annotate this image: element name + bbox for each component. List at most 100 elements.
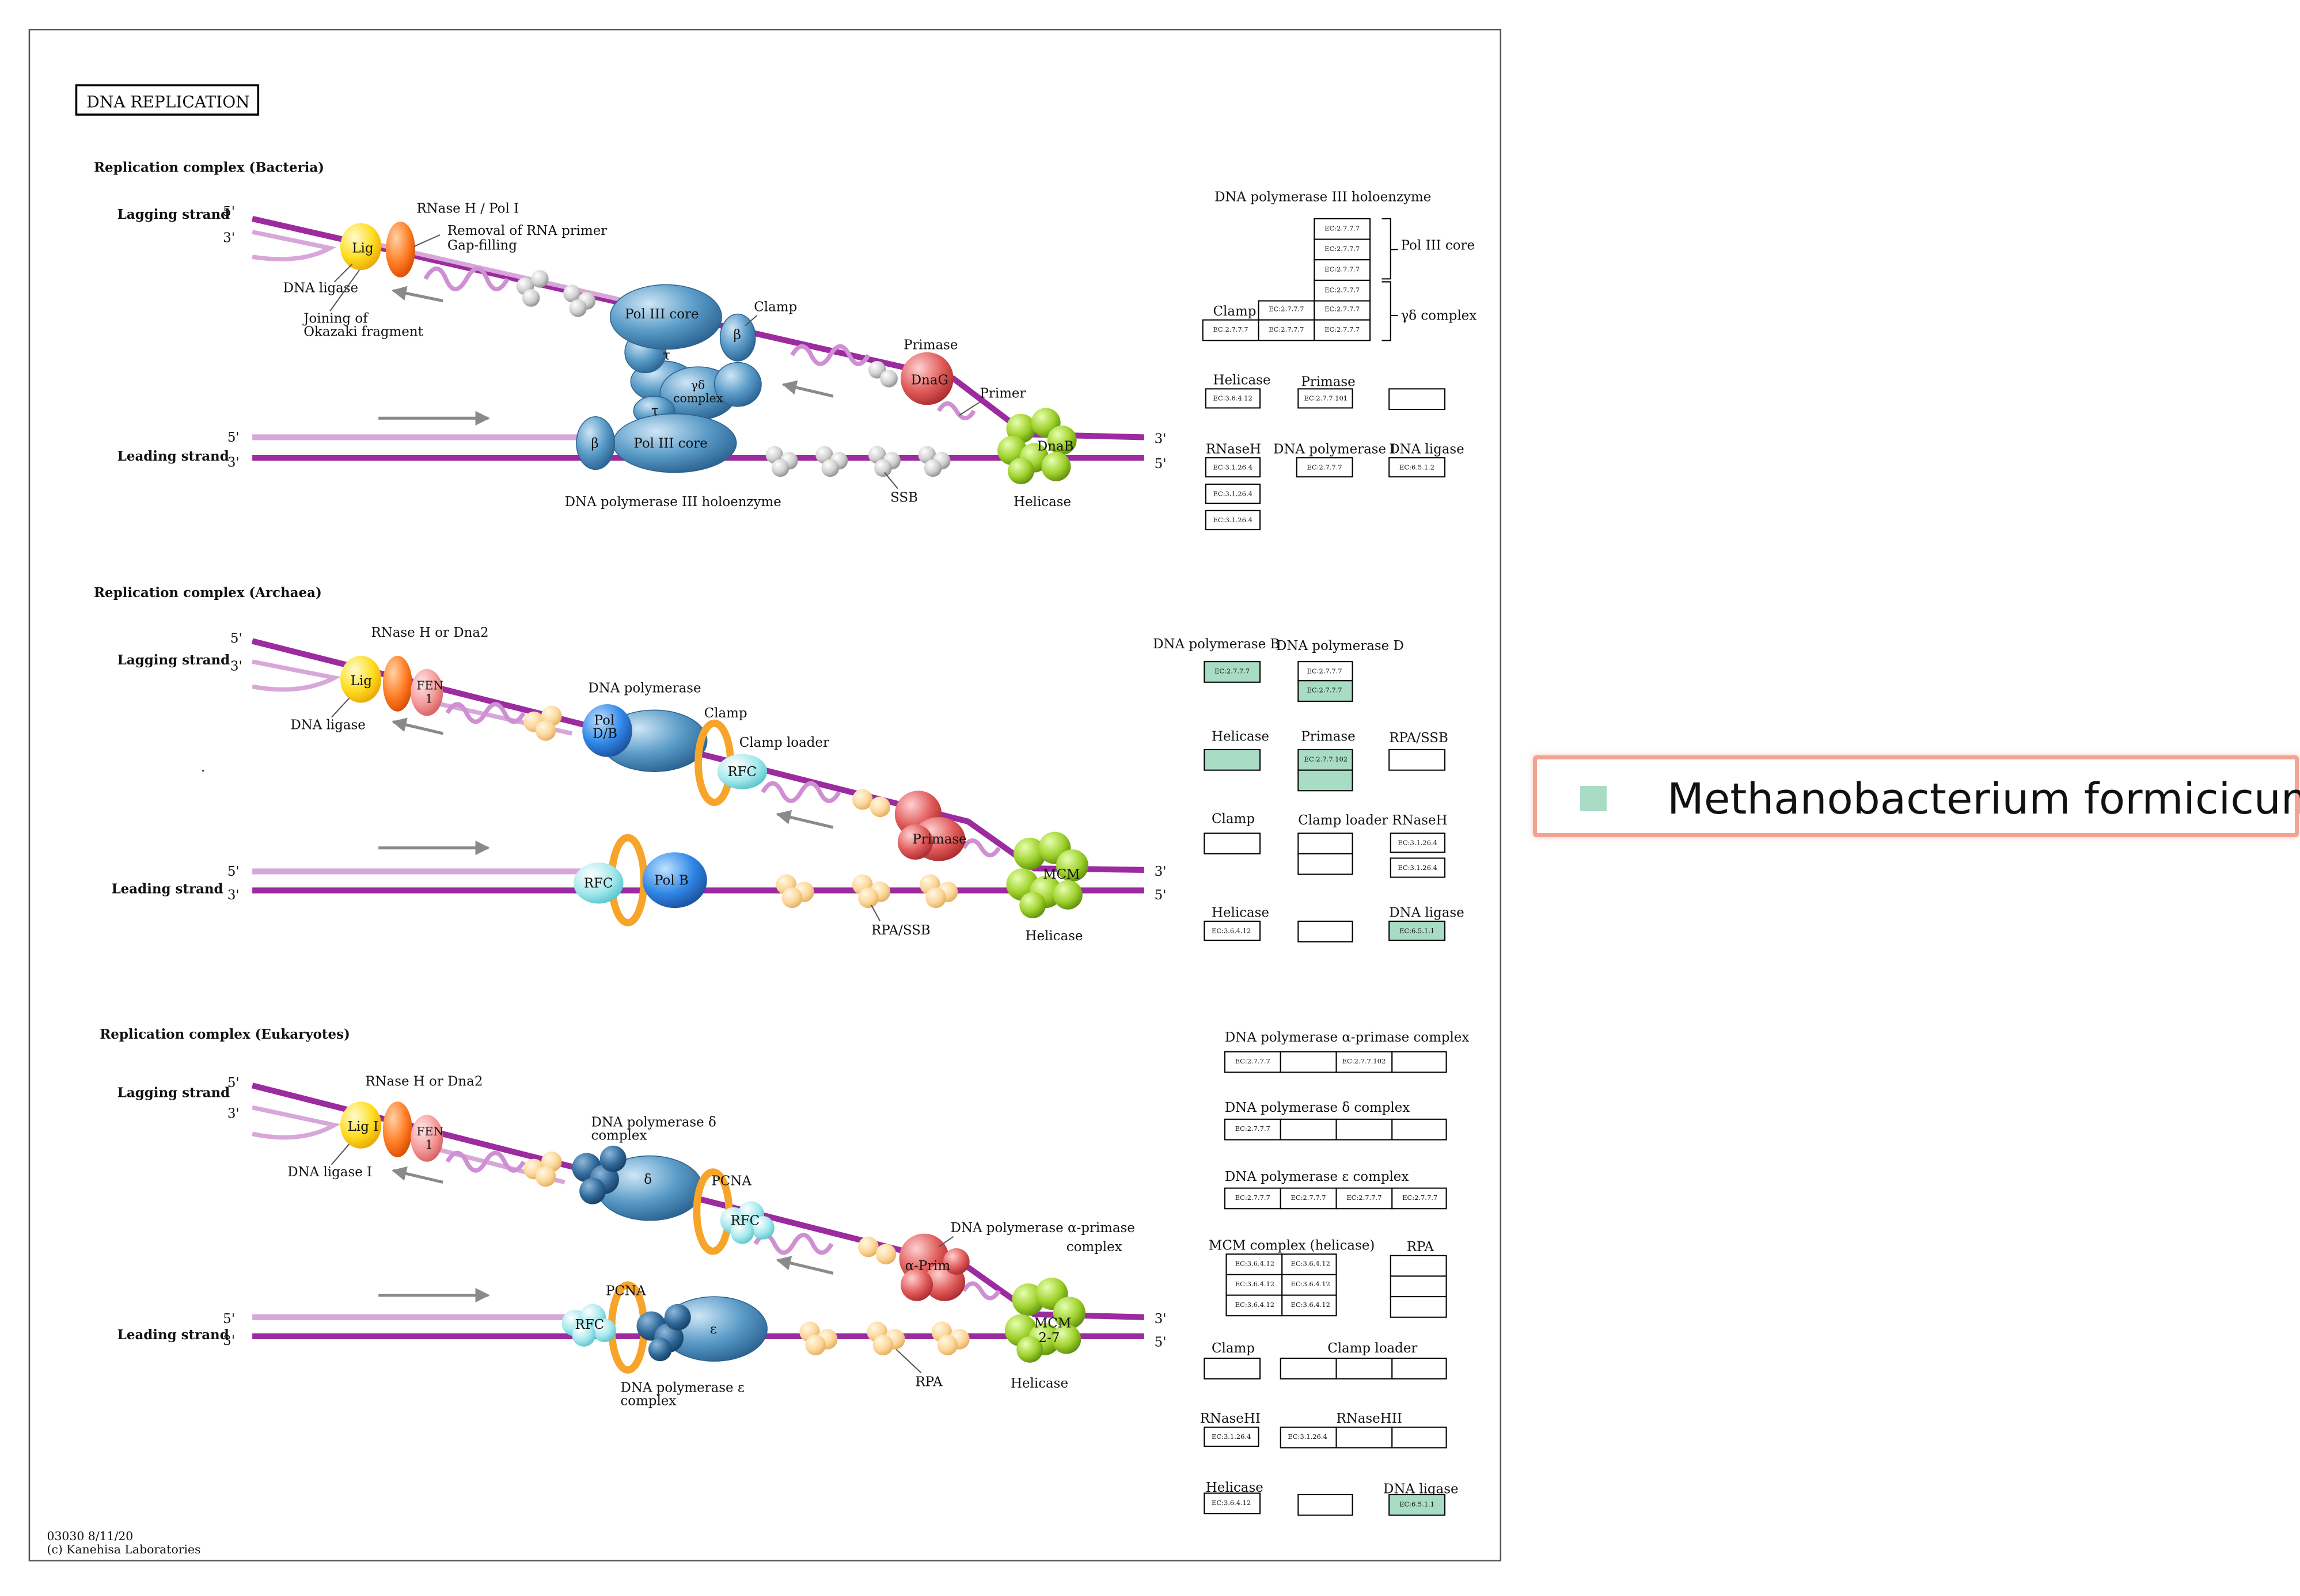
eukaryotes-empty-box[interactable]: [1297, 1494, 1353, 1516]
eukaryotes-fork-3: 3': [1155, 1312, 1167, 1327]
bacteria-rnaseh-ec-2: EC:3.1.26.4: [1213, 489, 1253, 497]
eukaryotes-helicase-ec-box[interactable]: [1204, 1492, 1261, 1515]
bacteria-squiggle-2: [790, 344, 871, 366]
organism-legend[interactable]: Methanobacterium formicicum: [1533, 755, 2300, 837]
bacteria-ligase-ec-box[interactable]: [1388, 457, 1446, 478]
archaea-pol-db[interactable]: [582, 704, 708, 772]
eukaryotes-delta-table-label: DNA polymerase δ complex: [1225, 1100, 1410, 1115]
eukaryotes-pcna2-label: PCNA: [606, 1284, 646, 1299]
eukaryotes-alpha-ec-1: EC:2.7.7.7: [1235, 1057, 1270, 1065]
eukaryotes-alpha-boxes[interactable]: [1224, 1051, 1447, 1073]
bacteria-pol3-holoenzyme[interactable]: [576, 284, 762, 473]
svg-text:EC:2.7.7.7: EC:2.7.7.7: [1235, 1194, 1270, 1202]
archaea-pold-ec-box-2[interactable]: [1297, 680, 1353, 702]
eukaryotes-lig-protein[interactable]: [340, 1101, 382, 1149]
eukaryotes-fen1-protein[interactable]: [411, 1115, 443, 1162]
bacteria-joining-label-1: Joining of: [302, 311, 369, 326]
svg-text:EC:3.6.4.12: EC:3.6.4.12: [1291, 1260, 1330, 1268]
eukaryotes-clamp-loader-boxes[interactable]: [1280, 1358, 1447, 1380]
archaea-polb-ec: EC:2.7.7.7: [1214, 667, 1250, 675]
bacteria-rnaseh-protein[interactable]: [385, 222, 415, 278]
archaea-pold-ec-box-1[interactable]: [1297, 661, 1353, 682]
archaea-rnaseh-ec-box-2[interactable]: [1390, 857, 1446, 878]
svg-text:EC:2.7.7.7: EC:2.7.7.7: [1324, 325, 1360, 333]
bacteria-lagging-new: [252, 230, 337, 261]
eukaryotes-mcm-helicase[interactable]: [1004, 1277, 1086, 1363]
archaea-primase-ec-box-2[interactable]: [1297, 769, 1353, 792]
svg-text:EC:2.7.7.7: EC:2.7.7.7: [1269, 305, 1304, 313]
archaea-dnapol-label: DNA polymerase: [588, 681, 701, 696]
archaea-lag-3: 3': [230, 659, 242, 674]
archaea-dna-ligase-label: DNA ligase: [290, 717, 366, 732]
bacteria-holo-ec-grid[interactable]: [1202, 218, 1371, 341]
eukaryotes-rnasehii-boxes[interactable]: [1280, 1426, 1447, 1449]
bacteria-rnaseh-ec-box-2[interactable]: [1205, 483, 1261, 504]
archaea-clamp-loader-box-1[interactable]: [1297, 833, 1353, 854]
archaea-empty-box[interactable]: [1297, 920, 1353, 943]
eukaryotes-alpha-table-label: DNA polymerase α-primase complex: [1225, 1030, 1469, 1045]
bacteria-dnab-helicase[interactable]: [997, 408, 1077, 484]
eukaryotes-rfc-protein[interactable]: [720, 1201, 775, 1244]
bacteria-empty-box-1[interactable]: [1388, 388, 1446, 411]
eukaryotes-eps-boxes[interactable]: [1224, 1187, 1447, 1210]
eukaryotes-alpha-label-1: DNA polymerase α-primase: [951, 1221, 1135, 1236]
archaea-clamp-box[interactable]: [1204, 833, 1261, 854]
eukaryotes-pol-delta-complex[interactable]: [572, 1145, 703, 1221]
archaea-mcm-helicase[interactable]: [1006, 831, 1089, 918]
archaea-helicase-box[interactable]: [1204, 748, 1261, 771]
bacteria-dnag-protein[interactable]: [900, 352, 954, 405]
bacteria-primase-ec-box[interactable]: [1297, 388, 1353, 409]
archaea-primase-protein[interactable]: [894, 791, 966, 861]
eukaryotes-delta-boxes[interactable]: [1224, 1118, 1447, 1141]
bacteria-pol3core-table-label: Pol III core: [1401, 238, 1475, 253]
eukaryotes-clamp-box[interactable]: [1204, 1358, 1261, 1380]
archaea-rnaseh-table-label: RNaseH: [1392, 813, 1447, 828]
eukaryotes-rnaseh-protein[interactable]: [382, 1101, 412, 1158]
archaea-helicase2-ec-box[interactable]: [1204, 920, 1261, 941]
svg-text:EC:3.6.4.12: EC:3.6.4.12: [1235, 1260, 1274, 1268]
eukaryotes-alpha-prim-protein[interactable]: [899, 1233, 970, 1301]
eukaryotes-epsc-label-2: complex: [620, 1394, 676, 1409]
archaea-clamp-label: Clamp: [704, 706, 747, 721]
archaea-rnaseh-ec-box-1[interactable]: [1390, 833, 1446, 853]
eukaryotes-alpha-pointer: [938, 1236, 954, 1248]
eukaryotes-lead-5: 5': [223, 1312, 235, 1327]
archaea-polb-ec-box[interactable]: [1204, 661, 1261, 683]
bacteria-rnaseh-ec-3: EC:3.1.26.4: [1213, 516, 1253, 524]
archaea-clamp-loader-box-2[interactable]: [1297, 853, 1353, 875]
eukaryotes-rnaseh-label: RNase H or Dna2: [365, 1074, 483, 1089]
bacteria-gd-text-1: γδ: [691, 378, 705, 392]
archaea-ligase-ec-box[interactable]: [1388, 920, 1446, 941]
archaea-primase-ec: EC:2.7.7.102: [1304, 755, 1348, 763]
archaea-polb-protein[interactable]: [642, 852, 707, 909]
bacteria-lagging-new2: [373, 241, 646, 307]
archaea-leading-rfc[interactable]: [573, 862, 624, 904]
archaea-helicase-label: Helicase: [1025, 929, 1083, 944]
eukaryotes-ligase-ec-box[interactable]: [1388, 1494, 1446, 1516]
bacteria-helicase-ec-box[interactable]: [1205, 388, 1261, 409]
archaea-rnaseh-protein[interactable]: [382, 655, 412, 712]
bacteria-dna-ligase-label: DNA ligase: [283, 280, 359, 295]
eukaryotes-lag-3: 3': [227, 1106, 240, 1121]
archaea-fen1-protein[interactable]: [411, 668, 443, 716]
eukaryotes-aprim-text: α-Prim: [905, 1259, 951, 1274]
eukaryotes-rpa-boxes[interactable]: [1390, 1255, 1447, 1318]
archaea-rfc-protein[interactable]: [717, 754, 768, 789]
bacteria-rnaseh-ec-box-3[interactable]: [1205, 510, 1261, 530]
eukaryotes-pol-epsilon[interactable]: [636, 1296, 768, 1362]
bacteria-helicase-ec: EC:3.6.4.12: [1213, 394, 1253, 402]
eukaryotes-rnasehi-ec-box[interactable]: [1204, 1426, 1259, 1447]
archaea-lagging-new: [252, 659, 341, 692]
eukaryotes-squiggle-3: [962, 1281, 1001, 1301]
bacteria-pol1-ec-box[interactable]: [1296, 457, 1353, 478]
archaea-rpassb-box[interactable]: [1388, 748, 1446, 771]
bacteria-lig-protein[interactable]: [340, 223, 382, 271]
bacteria-rnaseh-ec-box-1[interactable]: [1205, 457, 1261, 478]
eukaryotes-mcm-boxes[interactable]: [1225, 1253, 1337, 1317]
eukaryotes-epsc-label-1: DNA polymerase ε: [620, 1381, 744, 1396]
bacteria-pol1-ec: EC:2.7.7.7: [1307, 463, 1342, 471]
archaea-lig-protein[interactable]: [340, 655, 382, 703]
map-title-box[interactable]: [75, 84, 260, 116]
eukaryotes-leading-rfc[interactable]: [561, 1304, 616, 1347]
